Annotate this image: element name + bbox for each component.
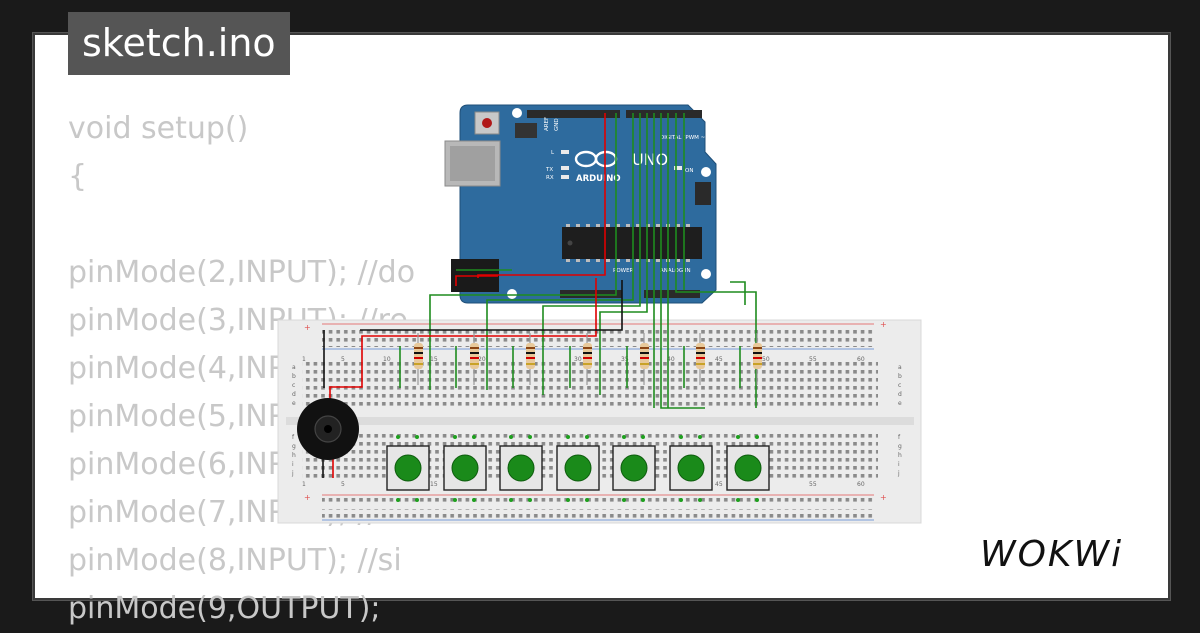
- svg-text:+: +: [880, 493, 887, 502]
- aref-label: AREF: [544, 117, 550, 131]
- row-letter: f: [898, 434, 901, 441]
- resistor: [753, 333, 762, 385]
- gnd-label: GND: [554, 118, 560, 131]
- power-rail-top-2: [322, 338, 874, 347]
- col-number: 15: [430, 356, 438, 363]
- col-number: 15: [430, 481, 438, 488]
- row-letter: a: [898, 364, 902, 371]
- power-header: [560, 290, 622, 298]
- code-line: pinMode(8,INPUT); //si: [68, 543, 402, 578]
- wokwi-logo: WOKWi: [980, 534, 1123, 574]
- atmega-chip: [562, 227, 702, 259]
- power-label: POWER: [613, 268, 634, 274]
- resistor: [640, 333, 649, 385]
- row-letter: d: [898, 391, 902, 398]
- tx-label: TX: [545, 167, 553, 173]
- arduino-uno-board: AREF GND DIGITAL (PWM ~) ON TX RX L POWE…: [444, 104, 717, 304]
- col-number: 60: [857, 356, 865, 363]
- row-letter: e: [898, 400, 902, 407]
- arduino-label: ARDUINO: [576, 174, 621, 184]
- code-line: pinMode(2,INPUT); //do: [68, 255, 416, 290]
- row-letter: f: [292, 434, 295, 441]
- digital-header-left: [527, 110, 620, 118]
- col-number: 5: [341, 481, 345, 488]
- svg-text:+: +: [304, 323, 311, 332]
- push-buttons: [386, 435, 770, 502]
- col-number: 10: [383, 356, 391, 363]
- center-channel: [286, 417, 914, 425]
- col-number: 1: [302, 481, 306, 488]
- rx-label: RX: [546, 175, 554, 181]
- col-number: 45: [715, 481, 723, 488]
- row-letter: d: [292, 391, 296, 398]
- code-line: {: [68, 159, 88, 194]
- arduino-logo: UNO ARDUINO: [574, 150, 668, 184]
- buzzer: [297, 398, 359, 478]
- col-number: 40: [667, 356, 675, 363]
- sketch-title: sketch.ino: [68, 12, 290, 75]
- push-button[interactable]: [726, 435, 770, 502]
- l-label: L: [551, 150, 555, 156]
- push-button[interactable]: [556, 435, 600, 502]
- col-number: 60: [857, 481, 865, 488]
- col-number: 55: [809, 356, 817, 363]
- col-number: 55: [809, 481, 817, 488]
- power-rail-bottom-2: [322, 509, 874, 518]
- row-letter: b: [292, 373, 296, 380]
- col-number: 30: [574, 356, 582, 363]
- row-letter: e: [292, 400, 296, 407]
- row-letter: c: [292, 382, 295, 389]
- row-letter: h: [898, 452, 902, 459]
- wokwi-logo-text: WOKWi: [980, 534, 1123, 574]
- col-number: 1: [302, 356, 306, 363]
- push-button[interactable]: [669, 435, 713, 502]
- col-number: 50: [762, 356, 770, 363]
- analog-header: [644, 290, 700, 298]
- resistor: [696, 333, 705, 385]
- jumper-wires: [399, 346, 741, 388]
- on-label: ON: [685, 168, 693, 174]
- digital-header-right: [626, 110, 702, 118]
- resistor: [414, 333, 423, 385]
- row-letter: i: [292, 461, 294, 468]
- row-letter: a: [292, 364, 296, 371]
- resistor: [583, 333, 592, 385]
- col-number: 45: [715, 356, 723, 363]
- reset-button: [482, 118, 492, 128]
- row-letter: g: [898, 443, 902, 450]
- row-letter: h: [292, 452, 296, 459]
- col-number: 35: [621, 356, 629, 363]
- row-letter: c: [898, 382, 901, 389]
- row-letter: i: [898, 461, 900, 468]
- code-line: pinMode(9,OUTPUT);: [68, 591, 381, 626]
- row-letter: b: [898, 373, 902, 380]
- row-letter: g: [292, 443, 296, 450]
- col-number: 5: [341, 356, 345, 363]
- svg-text:+: +: [880, 320, 887, 329]
- row-letter: j: [897, 470, 900, 477]
- svg-text:+: +: [304, 493, 311, 502]
- row-letter: j: [291, 470, 294, 477]
- push-button[interactable]: [612, 435, 656, 502]
- resistor: [526, 333, 535, 385]
- resistor: [470, 333, 479, 385]
- wires: [323, 113, 757, 440]
- push-button[interactable]: [443, 435, 487, 502]
- push-button[interactable]: [386, 435, 430, 502]
- uno-label: UNO: [632, 150, 668, 169]
- resistors: [414, 333, 762, 385]
- terminal-rows-top: [302, 362, 878, 410]
- push-button[interactable]: [499, 435, 543, 502]
- power-rail-bottom-1: [322, 497, 874, 506]
- code-line: void setup(): [68, 111, 249, 146]
- col-number: 20: [478, 356, 486, 363]
